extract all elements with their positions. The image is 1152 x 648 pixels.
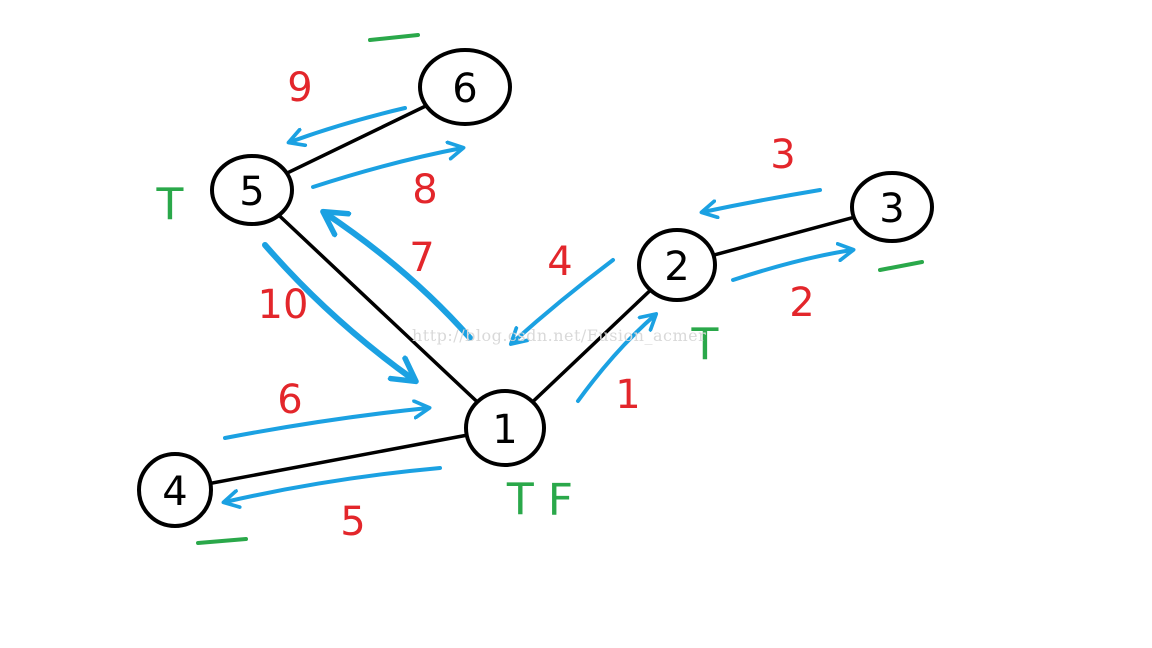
- node-4: 4: [137, 452, 213, 528]
- watermark-text: http://blog.csdn.net/Fusion_acmer: [412, 326, 707, 345]
- step-numbers: 1 2 3 4 5 6 7 8 9 10: [258, 65, 815, 545]
- edge-1-5: [250, 188, 507, 430]
- step-label-6: 6: [277, 377, 302, 423]
- arrow-step-2: [731, 250, 852, 282]
- step-label-8: 8: [412, 167, 437, 213]
- arrow-step-1: [576, 315, 655, 403]
- arrow-step-3: [703, 188, 822, 212]
- node-5-label: 5: [239, 169, 264, 215]
- mark-node-6: [368, 33, 420, 42]
- mark-node-2: T: [691, 320, 719, 371]
- nodes: 1 2 3 4 5 6: [137, 48, 934, 528]
- step-label-9: 9: [287, 65, 312, 111]
- step-label-1: 1: [615, 372, 640, 418]
- arrow-step-8: [311, 148, 462, 189]
- step-label-2: 2: [789, 280, 814, 326]
- mark-node-4: [196, 537, 248, 545]
- node-1: 1: [464, 389, 546, 467]
- node-5: 5: [210, 154, 294, 226]
- arrow-step-6: [223, 408, 428, 440]
- node-6-label: 6: [452, 66, 477, 112]
- traversal-arrows: [223, 106, 852, 502]
- step-label-4: 4: [547, 239, 572, 285]
- node-2-label: 2: [664, 244, 689, 290]
- arrow-step-4: [512, 258, 615, 343]
- mark-node-1: T F: [506, 475, 573, 526]
- arrow-step-10: [262, 242, 414, 380]
- step-label-5: 5: [340, 499, 365, 545]
- node-2: 2: [637, 228, 717, 302]
- mark-node-3: [878, 260, 924, 272]
- node-3-label: 3: [879, 186, 904, 232]
- node-1-label: 1: [492, 407, 517, 453]
- edge-1-4: [173, 426, 507, 492]
- step-label-10: 10: [258, 282, 309, 328]
- arrow-step-5: [225, 466, 442, 502]
- arrow-step-7: [325, 213, 473, 341]
- arrow-step-9: [290, 106, 407, 142]
- node-4-label: 4: [162, 469, 187, 515]
- step-label-3: 3: [770, 132, 795, 178]
- node-3: 3: [850, 171, 934, 243]
- mark-node-5: T: [156, 180, 184, 231]
- step-label-7: 7: [409, 235, 434, 281]
- node-6: 6: [418, 48, 512, 126]
- node-marks: T F T T: [156, 33, 924, 545]
